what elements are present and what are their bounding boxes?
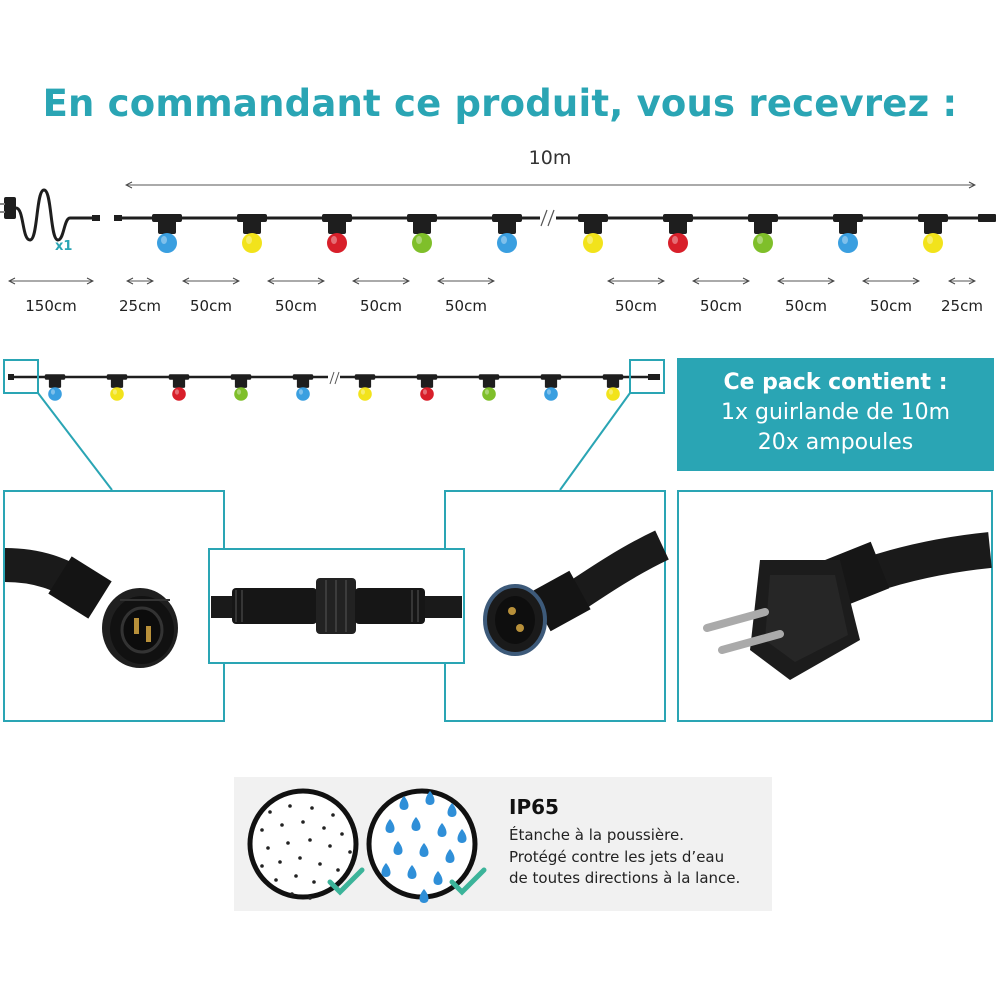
ip-dust-text: Étanche à la poussière.: [509, 826, 684, 844]
string-light-bulb-icon: [602, 374, 624, 401]
string-light-bulb-icon: [663, 214, 693, 253]
zoom-marker-right: [629, 359, 665, 394]
string-light-bulb-icon: [918, 214, 948, 253]
segment-length-label: 50cm: [870, 297, 912, 315]
female-connector-icon: [483, 530, 669, 656]
ip-water-text-2: de toutes directions à la lance.: [509, 869, 741, 887]
string-light-bulb-icon: [492, 214, 522, 253]
string-light-bulb-icon: [478, 374, 500, 401]
string-light-bulb-icon: [416, 374, 438, 401]
cable-coupler-icon: [211, 578, 462, 634]
male-connector-icon: [4, 548, 178, 668]
small-string-light: [8, 371, 660, 385]
segment-length-label: 50cm: [275, 297, 317, 315]
segment-length-label: 25cm: [941, 297, 983, 315]
string-light-bulb-icon: [578, 214, 608, 253]
pack-line-bulbs: 20x ampoules: [757, 430, 914, 455]
dust-circle-icon: [247, 788, 359, 900]
segment-length-label: 50cm: [785, 297, 827, 315]
segment-length-label: 50cm: [615, 297, 657, 315]
segment-length-label: 50cm: [360, 297, 402, 315]
segment-length-label: 150cm: [25, 297, 77, 315]
string-light-bulb-icon: [748, 214, 778, 253]
pack-contents-box: Ce pack contient : 1x guirlande de 10m 2…: [677, 358, 994, 471]
ip-rating-title: IP65: [509, 795, 559, 819]
total-length-label: 10m: [528, 147, 572, 169]
string-light-bulb-icon: [152, 214, 182, 253]
bulbs-row-small: [44, 374, 624, 401]
power-plug-cable-icon: [0, 188, 100, 242]
string-light-bulb-icon: [540, 374, 562, 401]
segment-length-label: 25cm: [119, 297, 161, 315]
pack-title: Ce pack contient :: [723, 370, 948, 395]
schuko-plug-icon: [703, 532, 992, 680]
pack-line-garland: 1x guirlande de 10m: [720, 400, 951, 425]
string-light-bulb-icon: [292, 374, 314, 401]
quantity-badge: x1: [55, 239, 72, 254]
segment-length-label: 50cm: [445, 297, 487, 315]
headline: En commandant ce produit, vous recevrez …: [42, 82, 958, 125]
string-light-bulb-icon: [322, 214, 352, 253]
water-drop-circle-icon: [366, 788, 478, 903]
string-light-bulb-icon: [168, 374, 190, 401]
zoom-marker-left: [3, 359, 39, 394]
segment-length-label: 50cm: [190, 297, 232, 315]
checkmark-icon: [327, 867, 365, 896]
string-light-bulb-icon: [106, 374, 128, 401]
segment-length-label: 50cm: [700, 297, 742, 315]
string-light-bulb-icon: [44, 374, 66, 401]
string-light-bulb-icon: [237, 214, 267, 253]
checkmark-icon: [449, 867, 487, 896]
string-light-bulb-icon: [230, 374, 252, 401]
string-light-bulb-icon: [354, 374, 376, 401]
string-light-bulb-icon: [407, 214, 437, 253]
string-light-bulb-icon: [833, 214, 863, 253]
bulbs-row-main: [152, 214, 948, 253]
ip-water-text-1: Protégé contre les jets d’eau: [509, 848, 725, 866]
